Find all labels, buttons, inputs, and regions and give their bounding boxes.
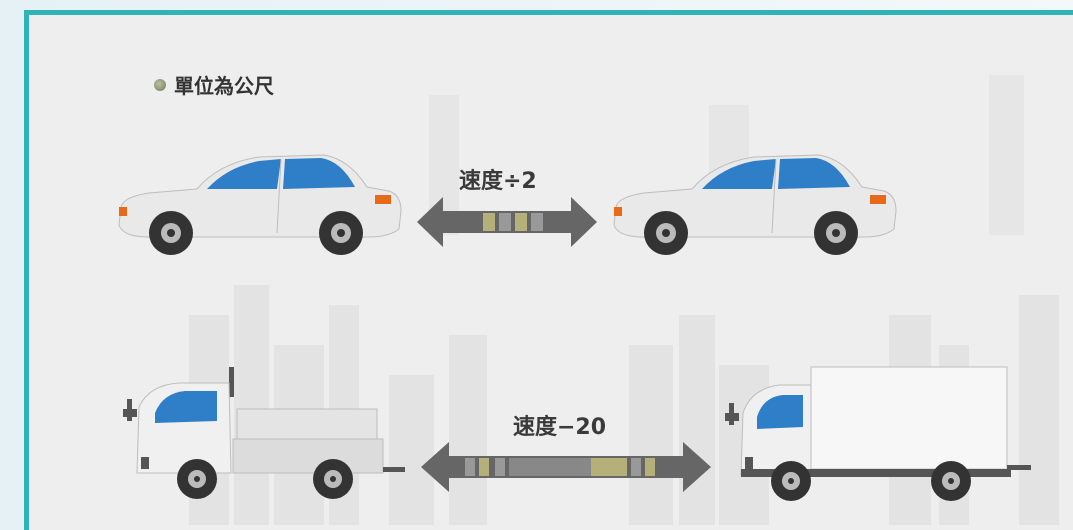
box-truck-icon bbox=[725, 366, 1031, 501]
bullet-dot-icon bbox=[154, 78, 166, 91]
double-arrow-icon bbox=[417, 197, 597, 247]
relation-label-speed-half: 速度÷2 bbox=[459, 169, 537, 194]
relation-label-speed-minus: 速度−20 bbox=[513, 415, 607, 440]
double-arrow-icon bbox=[421, 442, 711, 492]
pickup-truck-icon bbox=[123, 367, 405, 499]
diagram-frame: 單位為公尺 速度÷2 bbox=[24, 10, 1073, 530]
unit-note-text: 單位為公尺 bbox=[174, 74, 274, 98]
sedan-car-icon bbox=[118, 154, 402, 255]
sedan-car-icon bbox=[613, 154, 897, 255]
unit-note: 單位為公尺 bbox=[154, 70, 274, 99]
